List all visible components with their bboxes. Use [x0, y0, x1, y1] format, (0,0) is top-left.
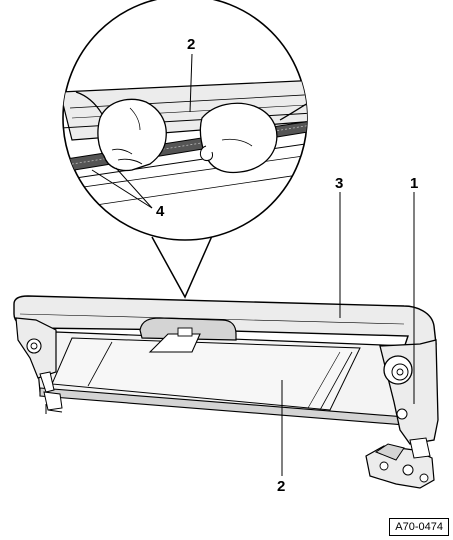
callout-part-2: 2 — [277, 478, 286, 495]
detail-magnifier — [62, 0, 308, 299]
right-hinge-mechanism — [365, 437, 435, 489]
left-hinge — [43, 391, 63, 411]
leader-detail-2 — [189, 53, 193, 113]
handle-tab — [148, 333, 201, 353]
cover-panel — [51, 337, 361, 411]
figure-id: A70-0474 — [389, 518, 449, 536]
callout-part-3: 3 — [335, 175, 344, 192]
callout-detail-2: 2 — [187, 36, 196, 53]
magnifier-pointer — [151, 235, 213, 299]
leader-detail-4a — [91, 169, 153, 209]
left-hand — [97, 98, 167, 172]
cover-assembly — [13, 295, 439, 489]
callout-detail-4: 4 — [156, 203, 165, 220]
right-hand — [199, 102, 278, 174]
callout-part-1: 1 — [410, 175, 419, 192]
leader-detail-4b — [115, 167, 153, 209]
